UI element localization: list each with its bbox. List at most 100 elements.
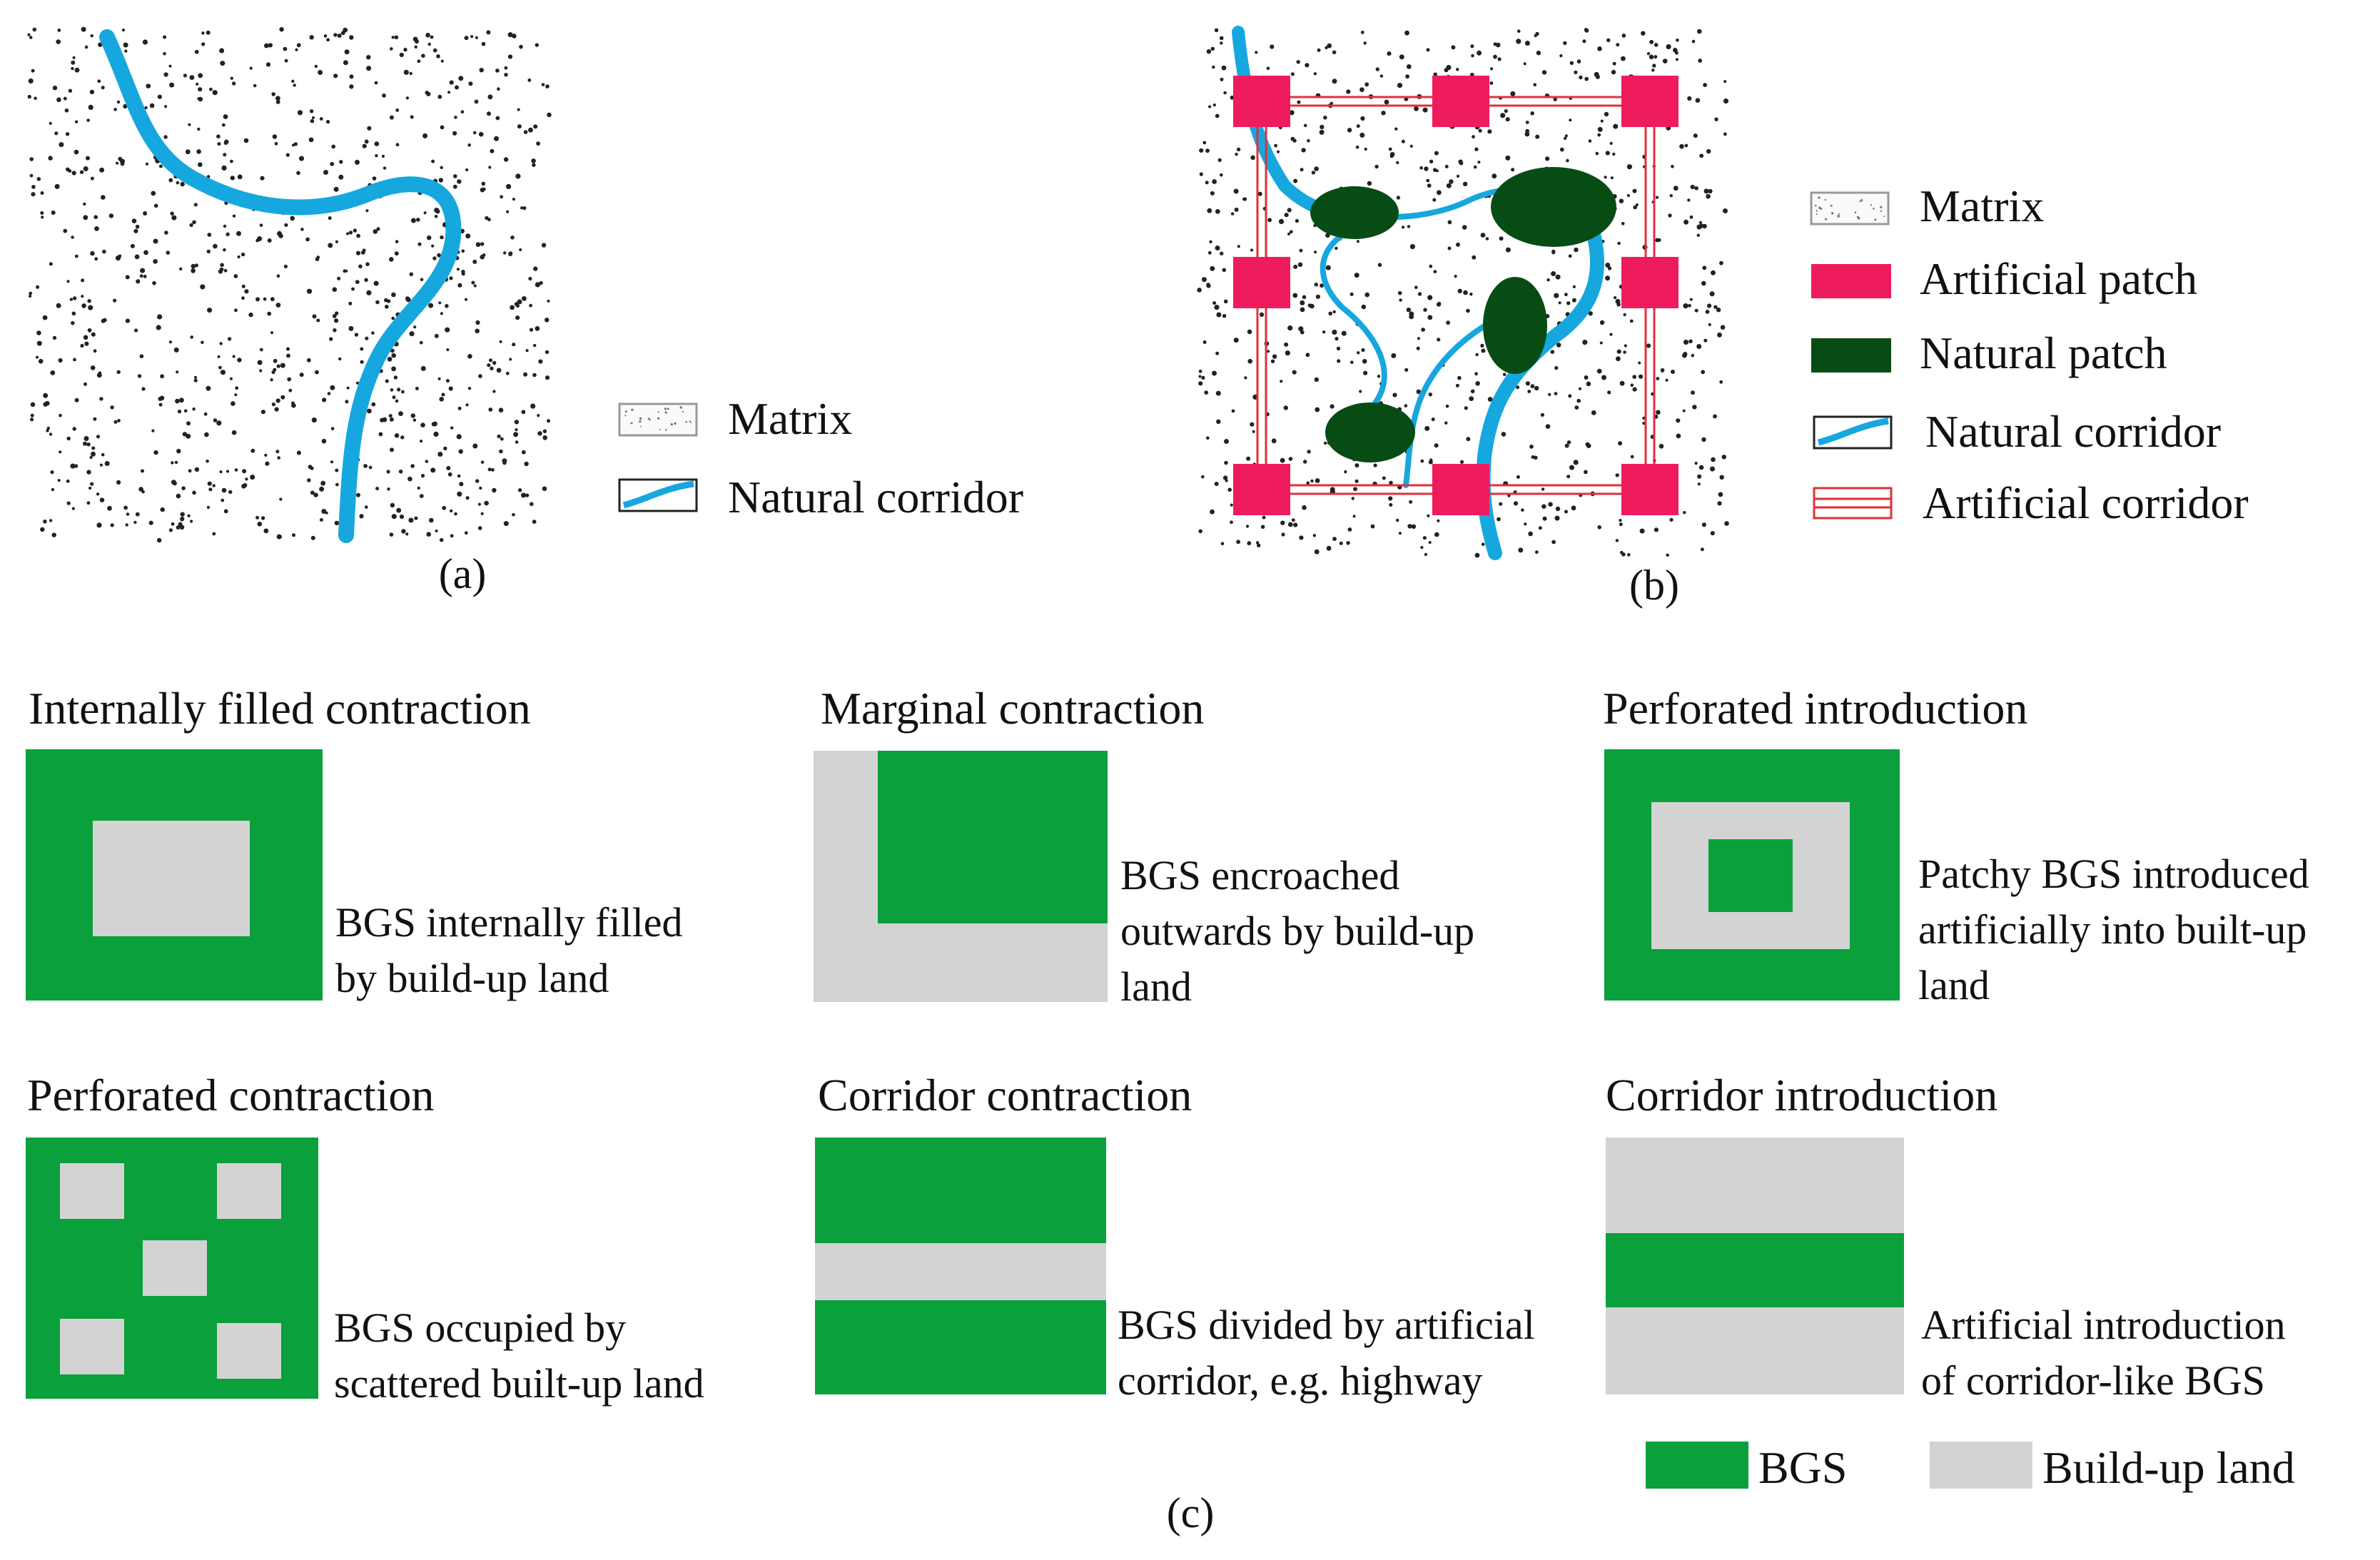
matrix-dot	[405, 532, 409, 536]
matrix-dot	[1220, 542, 1225, 546]
matrix-dot	[1299, 248, 1303, 253]
matrix-dot	[1723, 132, 1727, 136]
matrix-dot	[1407, 225, 1411, 228]
matrix-dot	[333, 186, 339, 192]
matrix-dot	[292, 533, 295, 537]
matrix-dot	[226, 232, 230, 236]
matrix-dot	[43, 392, 49, 398]
matrix-dot	[141, 490, 145, 494]
matrix-dot	[1559, 54, 1563, 58]
matrix-dot	[403, 47, 407, 52]
matrix-dot	[375, 154, 378, 158]
matrix-dot	[1434, 151, 1439, 156]
matrix-dot	[1339, 541, 1343, 545]
matrix-dot	[240, 252, 245, 257]
matrix-dot	[517, 488, 522, 492]
matrix-dot	[291, 79, 295, 83]
matrix-dot	[512, 513, 515, 517]
matrix-dot	[236, 231, 241, 236]
matrix-dot	[440, 312, 444, 315]
bgs-swatch	[1646, 1442, 1748, 1489]
matrix-dot	[435, 209, 440, 214]
matrix-dot	[1314, 549, 1320, 554]
matrix-dot	[353, 228, 357, 233]
matrix-dot	[346, 386, 350, 390]
matrix-dot	[1447, 246, 1452, 250]
matrix-dot	[348, 301, 353, 305]
matrix-dot	[420, 365, 426, 371]
matrix-dot	[1449, 179, 1454, 184]
matrix-dot	[1656, 410, 1661, 415]
matrix-dot	[685, 420, 687, 423]
matrix-dot	[1444, 68, 1449, 73]
matrix-dot	[1210, 191, 1215, 196]
matrix-dot	[432, 48, 437, 53]
matrix-dot	[1548, 392, 1551, 396]
matrix-dot	[1305, 353, 1310, 358]
matrix-dot	[331, 144, 336, 149]
matrix-dot	[1576, 398, 1581, 403]
matrix-dot	[1293, 264, 1298, 269]
type-desc: BGS occupied by scattered built-up land	[334, 1305, 704, 1407]
matrix-dot	[74, 254, 79, 258]
natural-patch	[1491, 167, 1616, 247]
matrix-dot	[1433, 72, 1437, 76]
matrix-dot	[326, 38, 330, 42]
matrix-dot	[535, 282, 541, 288]
matrix-dot	[295, 48, 298, 51]
matrix-dot	[1315, 478, 1320, 483]
matrix-dot	[1723, 208, 1728, 213]
matrix-dot	[1242, 197, 1247, 201]
matrix-dot	[422, 133, 428, 138]
matrix-dot	[395, 108, 400, 112]
matrix-dot	[1303, 123, 1307, 128]
matrix-dot	[245, 477, 248, 481]
matrix-dot	[664, 429, 667, 431]
matrix-dot	[1541, 487, 1545, 491]
matrix-dot	[183, 409, 188, 413]
matrix-dot	[27, 33, 31, 36]
matrix-dot	[1475, 353, 1479, 357]
matrix-dot	[1497, 517, 1501, 522]
matrix-dot	[1212, 65, 1215, 69]
matrix-dot	[395, 240, 399, 243]
matrix-dot	[91, 446, 96, 450]
matrix-dot	[1521, 508, 1524, 512]
matrix-dot	[1204, 390, 1209, 395]
matrix-dot	[392, 395, 396, 400]
matrix-dot	[1456, 174, 1460, 178]
matrix-dot	[505, 371, 510, 375]
matrix-dot	[30, 402, 36, 407]
natural-patches	[1310, 167, 1616, 462]
matrix-dot	[1858, 217, 1860, 220]
matrix-dot	[1694, 186, 1698, 191]
matrix-dot	[1272, 354, 1277, 359]
matrix-dot	[1621, 34, 1626, 38]
matrix-dot	[1632, 387, 1637, 392]
legend-b-artificial-corridor-label: Artificial corridor	[1923, 477, 2249, 528]
matrix-dot	[1723, 80, 1727, 83]
matrix-dot	[1619, 519, 1622, 522]
matrix-dot	[1257, 191, 1262, 196]
matrix-dot	[80, 343, 84, 348]
matrix-dot	[395, 399, 399, 403]
matrix-dot	[153, 238, 158, 244]
matrix-dot	[1332, 537, 1337, 541]
matrix-dot	[1220, 41, 1223, 45]
matrix-dot	[434, 333, 439, 338]
matrix-dot	[134, 254, 140, 260]
matrix-dot	[1274, 143, 1277, 148]
matrix-dot	[87, 299, 91, 303]
matrix-dot	[1568, 254, 1572, 258]
matrix-dot	[1361, 304, 1367, 310]
matrix-dot	[472, 259, 477, 264]
matrix-dot	[475, 328, 480, 334]
matrix-dot	[1201, 475, 1205, 479]
matrix-dot	[166, 250, 171, 255]
matrix-dot	[88, 305, 93, 310]
matrix-dot	[454, 116, 457, 119]
matrix-dot	[1431, 417, 1435, 422]
panel-c-caption: (c)	[1167, 1489, 1215, 1536]
matrix-dot	[1198, 529, 1202, 534]
matrix-dot	[279, 27, 284, 32]
